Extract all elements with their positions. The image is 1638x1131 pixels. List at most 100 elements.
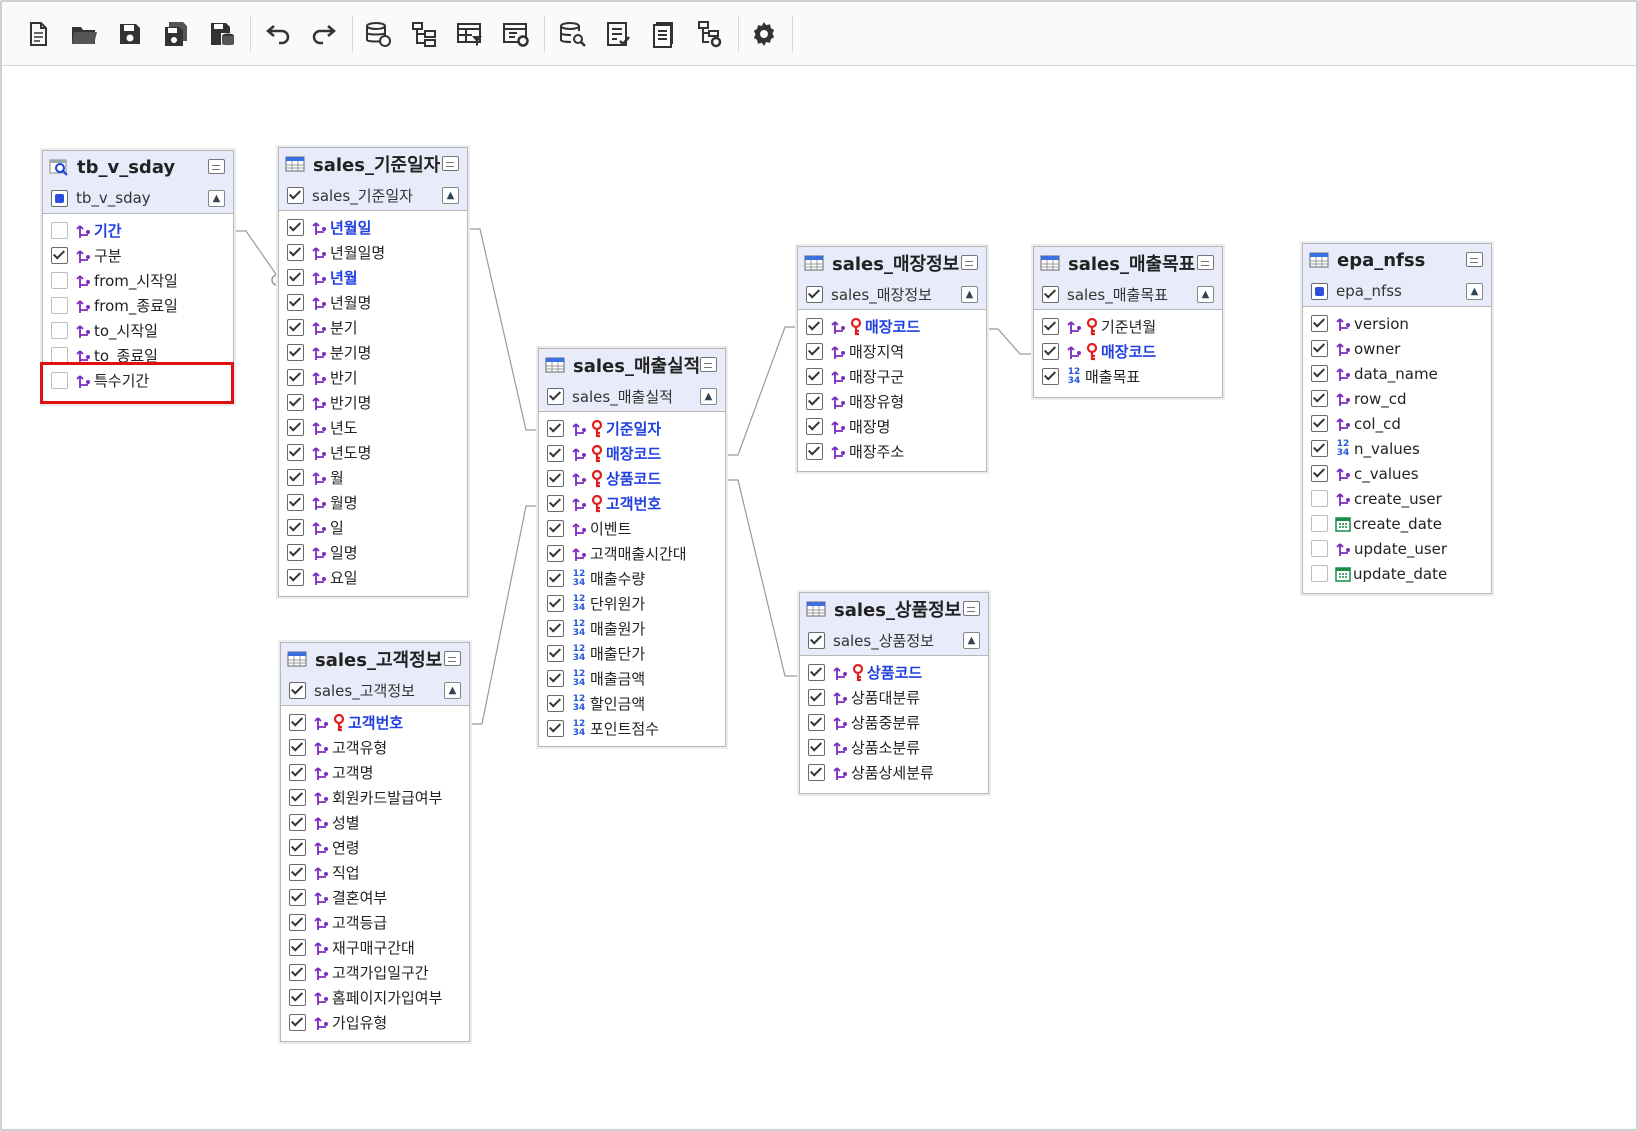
column-checkbox[interactable] <box>547 670 564 687</box>
column-row[interactable]: 구분 <box>43 243 233 268</box>
column-row[interactable]: create_user <box>1303 486 1491 511</box>
column-row[interactable]: 년월 <box>279 265 467 290</box>
table-select-checkbox[interactable] <box>806 285 823 303</box>
column-row[interactable]: 상품대분류 <box>800 685 988 710</box>
column-checkbox[interactable] <box>287 519 304 536</box>
column-checkbox[interactable] <box>51 372 68 389</box>
column-row[interactable]: 년월일명 <box>279 240 467 265</box>
column-row[interactable]: 월명 <box>279 490 467 515</box>
column-checkbox[interactable] <box>1311 315 1328 332</box>
column-row[interactable]: 성별 <box>281 810 469 835</box>
table-title[interactable]: sales_매출실적 <box>573 356 701 377</box>
checklist-button[interactable] <box>598 14 638 54</box>
column-checkbox[interactable] <box>289 764 306 781</box>
column-checkbox[interactable] <box>808 714 825 731</box>
column-checkbox[interactable] <box>287 394 304 411</box>
minimize-button[interactable] <box>1466 252 1483 267</box>
column-checkbox[interactable] <box>289 1014 306 1031</box>
column-row[interactable]: 고객매출시간대 <box>539 541 725 566</box>
column-checkbox[interactable] <box>289 714 306 731</box>
table-select-checkbox[interactable] <box>1311 282 1328 300</box>
column-checkbox[interactable] <box>287 544 304 561</box>
column-checkbox[interactable] <box>289 739 306 756</box>
table-filter-button[interactable] <box>450 14 490 54</box>
table-select-checkbox[interactable] <box>289 681 306 699</box>
column-checkbox[interactable] <box>547 545 564 562</box>
column-row[interactable]: 고객유형 <box>281 735 469 760</box>
column-checkbox[interactable] <box>287 569 304 586</box>
column-row[interactable]: 일 <box>279 515 467 540</box>
column-row[interactable]: 년도명 <box>279 440 467 465</box>
column-checkbox[interactable] <box>1311 340 1328 357</box>
minimize-button[interactable] <box>1197 255 1214 270</box>
column-checkbox[interactable] <box>287 244 304 261</box>
column-row[interactable]: version <box>1303 311 1491 336</box>
column-row[interactable]: 고객가입일구간 <box>281 960 469 985</box>
column-row[interactable]: 상품코드 <box>800 660 988 685</box>
column-checkbox[interactable] <box>1311 440 1328 457</box>
column-checkbox[interactable] <box>806 368 823 385</box>
column-row[interactable]: 상품중분류 <box>800 710 988 735</box>
column-row[interactable]: 매장코드 <box>798 314 986 339</box>
column-checkbox[interactable] <box>289 914 306 931</box>
column-checkbox[interactable] <box>547 620 564 637</box>
column-row[interactable]: 분기명 <box>279 340 467 365</box>
table-title[interactable]: sales_매출목표 <box>1068 254 1196 275</box>
column-row[interactable]: 매장코드 <box>539 441 725 466</box>
column-row[interactable]: 기준년월 <box>1034 314 1222 339</box>
column-row[interactable]: create_date <box>1303 511 1491 536</box>
table-select-checkbox[interactable] <box>808 631 825 649</box>
column-row[interactable]: 기간 <box>43 218 233 243</box>
column-row[interactable]: 반기명 <box>279 390 467 415</box>
column-row[interactable]: 상품소분류 <box>800 735 988 760</box>
column-checkbox[interactable] <box>808 764 825 781</box>
column-row[interactable]: update_date <box>1303 561 1491 586</box>
column-checkbox[interactable] <box>1042 318 1059 335</box>
column-checkbox[interactable] <box>289 839 306 856</box>
column-row[interactable]: 매장구군 <box>798 364 986 389</box>
column-row[interactable]: 고객번호 <box>281 710 469 735</box>
collapse-button[interactable]: ▲ <box>961 286 978 303</box>
column-checkbox[interactable] <box>1311 515 1328 532</box>
table-title[interactable]: tb_v_sday <box>77 156 176 178</box>
column-row[interactable]: 회원카드발급여부 <box>281 785 469 810</box>
column-checkbox[interactable] <box>1311 565 1328 582</box>
column-checkbox[interactable] <box>547 445 564 462</box>
collapse-button[interactable]: ▲ <box>442 187 459 204</box>
column-row[interactable]: from_시작일 <box>43 268 233 293</box>
column-row[interactable]: 매장명 <box>798 414 986 439</box>
column-checkbox[interactable] <box>289 889 306 906</box>
column-checkbox[interactable] <box>1042 343 1059 360</box>
column-checkbox[interactable] <box>547 595 564 612</box>
column-checkbox[interactable] <box>806 418 823 435</box>
collapse-button[interactable]: ▲ <box>208 190 225 207</box>
column-row[interactable]: 상품상세분류 <box>800 760 988 785</box>
column-row[interactable]: 년월일 <box>279 215 467 240</box>
column-checkbox[interactable] <box>287 419 304 436</box>
column-checkbox[interactable] <box>1311 490 1328 507</box>
column-row[interactable]: 기준일자 <box>539 416 725 441</box>
column-checkbox[interactable] <box>289 789 306 806</box>
column-checkbox[interactable] <box>287 269 304 286</box>
column-checkbox[interactable] <box>287 219 304 236</box>
minimize-button[interactable] <box>208 159 225 174</box>
column-checkbox[interactable] <box>287 319 304 336</box>
column-row[interactable]: 홈페이지가입여부 <box>281 985 469 1010</box>
column-checkbox[interactable] <box>289 864 306 881</box>
table-select-checkbox[interactable] <box>51 189 68 207</box>
column-row[interactable]: 매장코드 <box>1034 339 1222 364</box>
column-checkbox[interactable] <box>287 469 304 486</box>
column-row[interactable]: 반기 <box>279 365 467 390</box>
column-row[interactable]: 직업 <box>281 860 469 885</box>
collapse-button[interactable]: ▲ <box>1197 286 1214 303</box>
column-checkbox[interactable] <box>806 343 823 360</box>
minimize-button[interactable] <box>963 601 980 616</box>
undo-button[interactable] <box>258 14 298 54</box>
column-row[interactable]: from_종료일 <box>43 293 233 318</box>
